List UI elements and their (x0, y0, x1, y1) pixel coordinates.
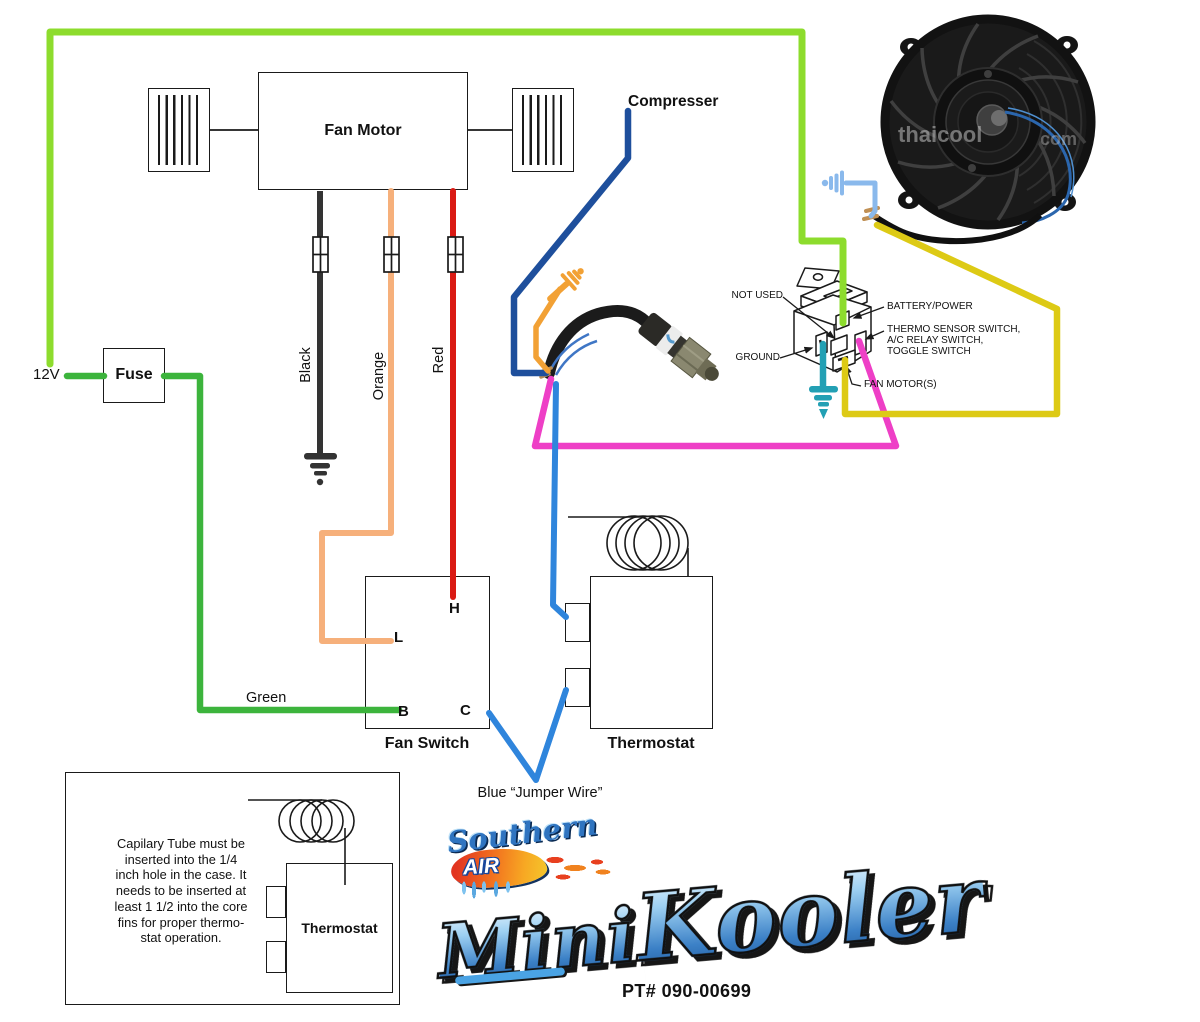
thermostat-terminal-upper (565, 603, 590, 642)
condenser-right-box (512, 88, 574, 172)
note-thermostat-terminal-upper (266, 886, 286, 918)
fan-motor-box (258, 72, 468, 190)
condenser-left-box (148, 88, 210, 172)
condenser-left-fins (158, 95, 200, 165)
fuse-box (103, 348, 165, 403)
condenser-right-fins (522, 95, 564, 165)
fan-switch-box (365, 576, 490, 729)
thermostat-terminal-lower (565, 668, 590, 707)
instruction-note-box (65, 772, 400, 1005)
note-thermostat-box (286, 863, 393, 993)
note-thermostat-terminal-lower (266, 941, 286, 973)
thermostat-box (590, 576, 713, 729)
